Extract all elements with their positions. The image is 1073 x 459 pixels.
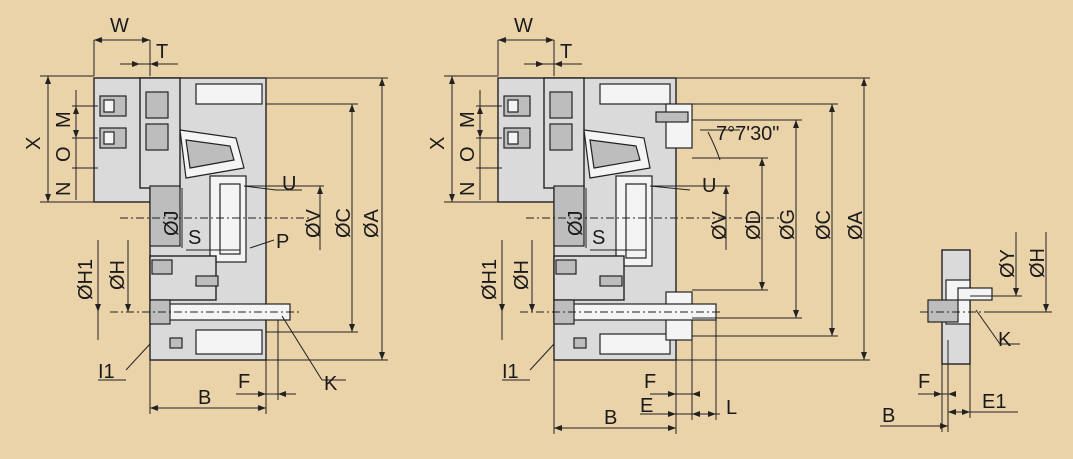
left-label-f: F (238, 371, 250, 393)
middle-label-s: S (592, 227, 605, 249)
left-label-x: X (23, 137, 45, 150)
left-label-b: B (198, 387, 211, 409)
middle-label-h: ØH (511, 260, 533, 290)
left-label-j: ØJ (161, 210, 183, 236)
right-drawing: ØY ØH K F B E1 (880, 232, 1052, 432)
left-drawing: W T X M O N ØH1 ØH ØJ S P (23, 15, 388, 414)
middle-label-a: ØA (845, 210, 867, 240)
right-label-e1: E1 (982, 391, 1006, 413)
middle-label-f: F (644, 371, 656, 393)
left-label-u: U (282, 173, 296, 195)
left-label-m: M (53, 111, 75, 128)
left-label-h1: ØH1 (75, 259, 97, 300)
left-label-s: S (188, 227, 201, 249)
middle-label-l: L (726, 397, 737, 419)
middle-label-g: ØG (777, 209, 799, 240)
left-label-a: ØA (361, 208, 383, 238)
middle-label-b: B (604, 407, 617, 429)
left-label-h: ØH (107, 260, 129, 290)
middle-label-t: T (560, 41, 572, 63)
middle-label-v: ØV (709, 210, 731, 240)
middle-label-i1: I1 (502, 361, 519, 383)
middle-label-c: ØC (813, 210, 835, 240)
right-label-y: ØY (997, 249, 1019, 278)
middle-label-m: M (457, 111, 479, 128)
right-label-h: ØH (1027, 248, 1049, 278)
left-label-t: T (156, 41, 168, 63)
left-label-w: W (110, 15, 129, 37)
middle-label-n: N (457, 182, 479, 196)
middle-label-angle: 7°7'30" (716, 123, 779, 145)
left-label-i1: I1 (98, 361, 115, 383)
left-label-p: P (276, 231, 289, 253)
left-label-o: O (53, 146, 75, 162)
left-label-k: K (324, 373, 338, 395)
middle-drawing: W T X M O N ØH1 ØH ØJ S U (427, 15, 870, 434)
middle-label-d: ØD (743, 210, 765, 240)
middle-label-e: E (640, 395, 653, 417)
right-label-b: B (882, 405, 895, 427)
middle-label-j: ØJ (565, 210, 587, 236)
right-label-f: F (918, 371, 930, 393)
left-label-v: ØV (303, 208, 325, 238)
middle-label-w: W (514, 15, 533, 37)
left-label-n: N (53, 182, 75, 196)
middle-label-x: X (427, 137, 449, 150)
left-label-c: ØC (333, 208, 355, 238)
right-label-k: K (998, 329, 1012, 351)
middle-label-h1: ØH1 (479, 259, 501, 300)
middle-label-o: O (457, 146, 479, 162)
